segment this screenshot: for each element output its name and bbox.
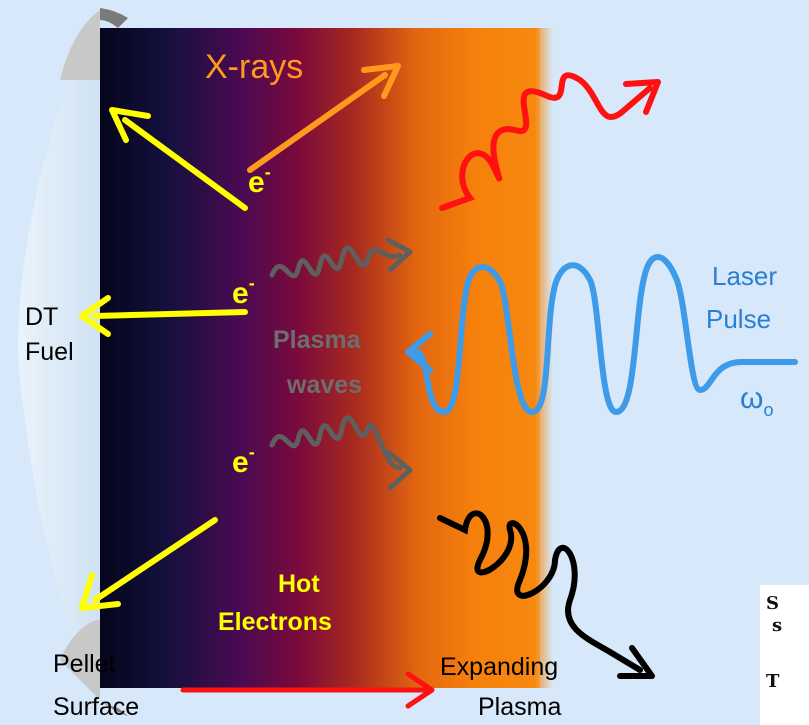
expansion-arrow	[180, 671, 435, 709]
electron-arrow-down	[92, 517, 218, 603]
hot-electrons-label-line1: Hot	[278, 570, 320, 598]
plasma-waves-label-line2: waves	[286, 371, 362, 399]
scattered-light-red	[439, 72, 661, 211]
dt-fuel-label-line1: DT	[25, 303, 58, 331]
pellet-surface-label-line2: Surface	[53, 693, 139, 721]
scattered-light-black	[437, 510, 655, 679]
hot-electrons-label-line2: Electrons	[218, 608, 332, 636]
expanding-plasma-label-line2: Plasma	[478, 693, 561, 721]
plasma-region	[100, 28, 553, 688]
plasma-waves-label-line1: Plasma	[273, 326, 362, 354]
electron-label-top: e-	[248, 162, 271, 199]
electron-label-bottom: e-	[232, 442, 255, 479]
xrays-label: X-rays	[205, 48, 303, 86]
xray-arrow	[247, 63, 401, 173]
cropped-text-card: S s T	[760, 585, 809, 725]
laser-pulse-label-line1: Laser	[712, 261, 777, 291]
expanding-plasma-label-line1: Expanding	[440, 653, 558, 681]
pellet-shell	[18, 8, 128, 716]
electron-arrow-up	[122, 117, 248, 211]
card-text-line3: T	[766, 671, 780, 692]
electron-label-mid: e-	[232, 273, 255, 310]
plasma-wave-lower	[269, 415, 413, 491]
laser-pulse-label-line2: Pulse	[706, 304, 771, 334]
electron-arrow-left	[92, 309, 248, 319]
pellet-surface-label-line1: Pellet	[53, 650, 116, 678]
dt-fuel-label-line2: Fuel	[25, 338, 74, 366]
hot-electron-arrows	[79, 107, 248, 611]
omega-label: ωo	[740, 382, 773, 420]
plasma-wave-upper	[269, 237, 413, 279]
card-text-line2: s	[772, 615, 783, 636]
laser-pulse-wave	[405, 254, 798, 416]
card-text-line1: S	[766, 593, 779, 614]
